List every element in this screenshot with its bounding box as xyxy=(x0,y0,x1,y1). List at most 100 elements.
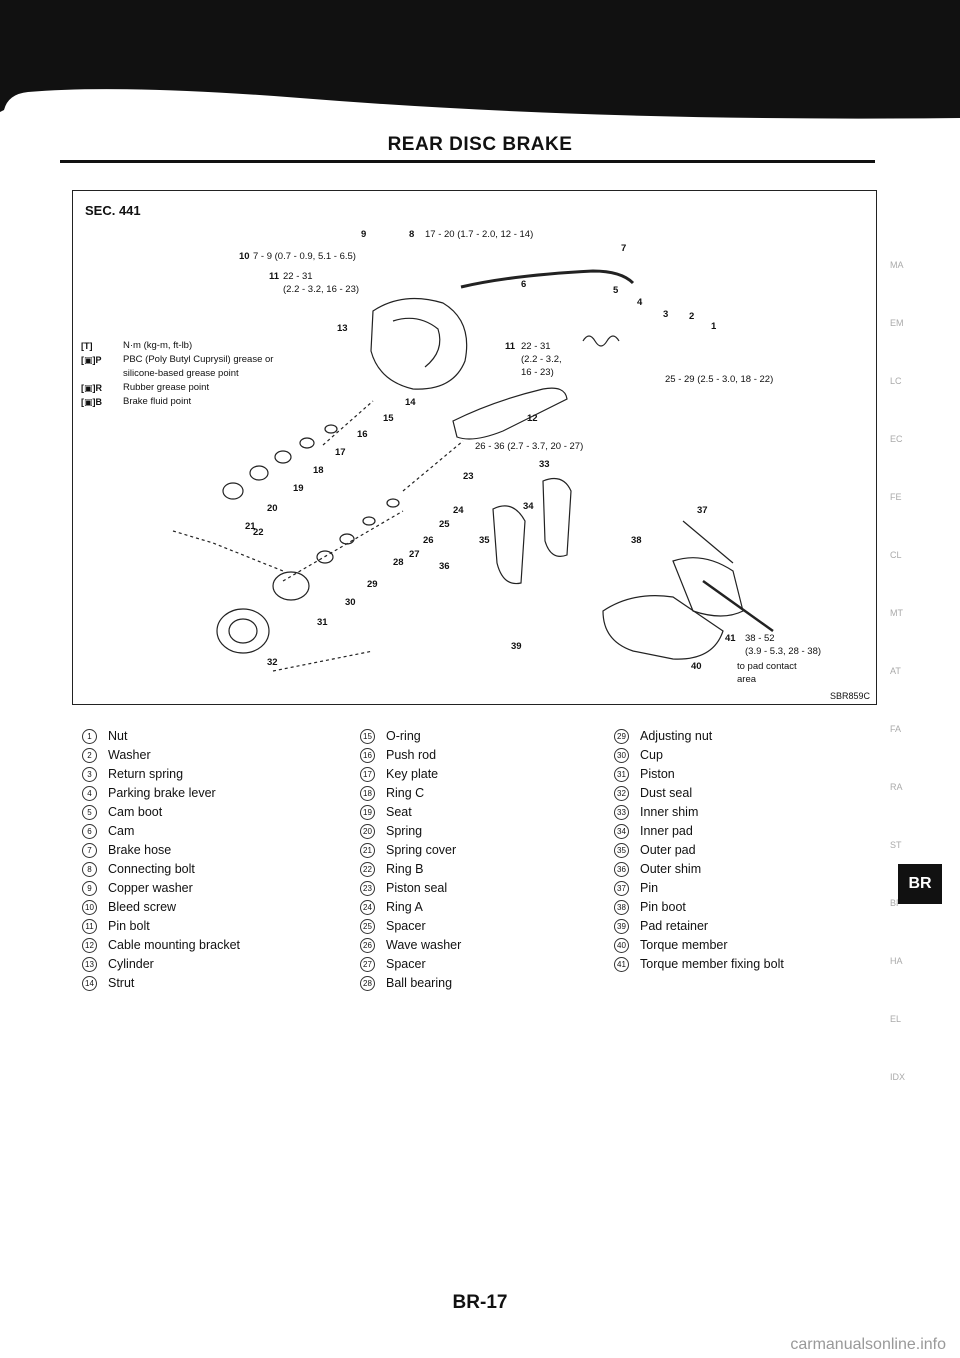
callout-number: 34 xyxy=(523,501,534,512)
torque-note: 7 - 9 (0.7 - 0.9, 5.1 - 6.5) xyxy=(253,251,356,262)
callout-number: 6 xyxy=(521,279,527,290)
symbol-legend: [T] N·m (kg-m, ft-lb) [▣]P PBC (Poly But… xyxy=(81,339,293,409)
legend-text: Rubber grease point xyxy=(123,382,210,393)
part-number: 38 xyxy=(614,900,629,915)
part-number: 26 xyxy=(360,938,375,953)
callout-number: 11 xyxy=(505,341,516,352)
part-name: Cam boot xyxy=(108,805,163,819)
callout-number: 15 xyxy=(383,413,394,424)
part-name: Cam xyxy=(108,824,135,838)
part-number: 9 xyxy=(82,881,97,896)
callout-number: 35 xyxy=(479,535,490,546)
callout-number: 31 xyxy=(317,617,328,628)
part-name: Spring xyxy=(386,824,423,838)
part-name: O-ring xyxy=(386,729,421,743)
part-item: 9 Copper washer xyxy=(82,879,240,898)
callout-number: 36 xyxy=(439,561,450,572)
callout-number: 21 xyxy=(245,521,256,532)
part-number: 30 xyxy=(614,748,629,763)
part-number: 7 xyxy=(82,843,97,858)
part-name: Piston seal xyxy=(386,881,448,895)
part-item: 30 Cup xyxy=(614,746,784,765)
part-name: Torque member xyxy=(640,938,728,952)
callout-number: 37 xyxy=(697,505,708,516)
part-number: 3 xyxy=(82,767,97,782)
callout-number: 14 xyxy=(405,397,416,408)
part-number: 36 xyxy=(614,862,629,877)
part-number: 16 xyxy=(360,748,375,763)
torque-note: to pad contact xyxy=(737,661,797,672)
section-mark: ST xyxy=(890,840,902,850)
callout-number: 18 xyxy=(313,465,324,476)
brake-assembly-drawing xyxy=(172,269,774,672)
callout-number: 1 xyxy=(711,321,717,332)
part-name: Return spring xyxy=(108,767,184,781)
part-name: Adjusting nut xyxy=(640,729,713,743)
section-mark: EL xyxy=(890,1014,902,1024)
part-number: 4 xyxy=(82,786,97,801)
part-name: Copper washer xyxy=(108,881,193,895)
callout-number: 23 xyxy=(463,471,474,482)
part-name: Bleed screw xyxy=(108,900,177,914)
part-number: 24 xyxy=(360,900,375,915)
part-name: Washer xyxy=(108,748,151,762)
part-name: Ring A xyxy=(386,900,423,914)
part-name: Inner shim xyxy=(640,805,699,819)
part-item: 16 Push rod xyxy=(360,746,461,765)
callout-number: 8 xyxy=(409,229,415,240)
part-name: Wave washer xyxy=(386,938,462,952)
legend-row: [▣]P PBC (Poly Butyl Cuprysil) grease or… xyxy=(81,353,293,381)
legend-row: [▣]B Brake fluid point xyxy=(81,395,293,409)
callout-number: 7 xyxy=(621,243,627,254)
legend-row: [T] N·m (kg-m, ft-lb) xyxy=(81,339,293,353)
section-mark: LC xyxy=(890,376,902,386)
part-name: Ring C xyxy=(386,786,425,800)
part-number: 2 xyxy=(82,748,97,763)
callout-number: 22 xyxy=(253,527,264,538)
torque-note: 26 - 36 (2.7 - 3.7, 20 - 27) xyxy=(475,441,584,452)
part-number: 12 xyxy=(82,938,97,953)
section-mark: BF xyxy=(890,898,902,908)
torque-note: 17 - 20 (1.7 - 2.0, 12 - 14) xyxy=(425,229,534,240)
part-item: 33 Inner shim xyxy=(614,803,784,822)
callout-number: 30 xyxy=(345,597,356,608)
part-number: 34 xyxy=(614,824,629,839)
callout-number: 28 xyxy=(393,557,404,568)
part-item: 6 Cam xyxy=(82,822,240,841)
legend-text: PBC (Poly Butyl Cuprysil) grease or sili… xyxy=(123,354,274,379)
part-name: Push rod xyxy=(386,748,437,762)
part-number: 6 xyxy=(82,824,97,839)
legend-row: [▣]R Rubber grease point xyxy=(81,381,293,395)
part-name: Cup xyxy=(640,748,663,762)
callout-number: 39 xyxy=(511,641,522,652)
callout-number: 29 xyxy=(367,579,378,590)
callout-number: 9 xyxy=(361,229,367,240)
section-tab-br[interactable]: BR xyxy=(898,864,942,904)
legend-text: N·m (kg-m, ft-lb) xyxy=(123,340,193,351)
part-name: Connecting bolt xyxy=(108,862,195,876)
part-number: 33 xyxy=(614,805,629,820)
callout-number: 26 xyxy=(423,535,434,546)
part-name: Pad retainer xyxy=(640,919,709,933)
part-name: Torque member fixing bolt xyxy=(640,957,784,971)
callout-number: 10 xyxy=(239,251,250,262)
callout-number: 3 xyxy=(663,309,669,320)
torque-note: 22 - 31 xyxy=(521,341,551,352)
part-number: 39 xyxy=(614,919,629,934)
section-mark: MT xyxy=(890,608,903,618)
callout-number: 41 xyxy=(725,633,736,644)
callout-number: 13 xyxy=(337,323,348,334)
part-name: Pin bolt xyxy=(108,919,150,933)
